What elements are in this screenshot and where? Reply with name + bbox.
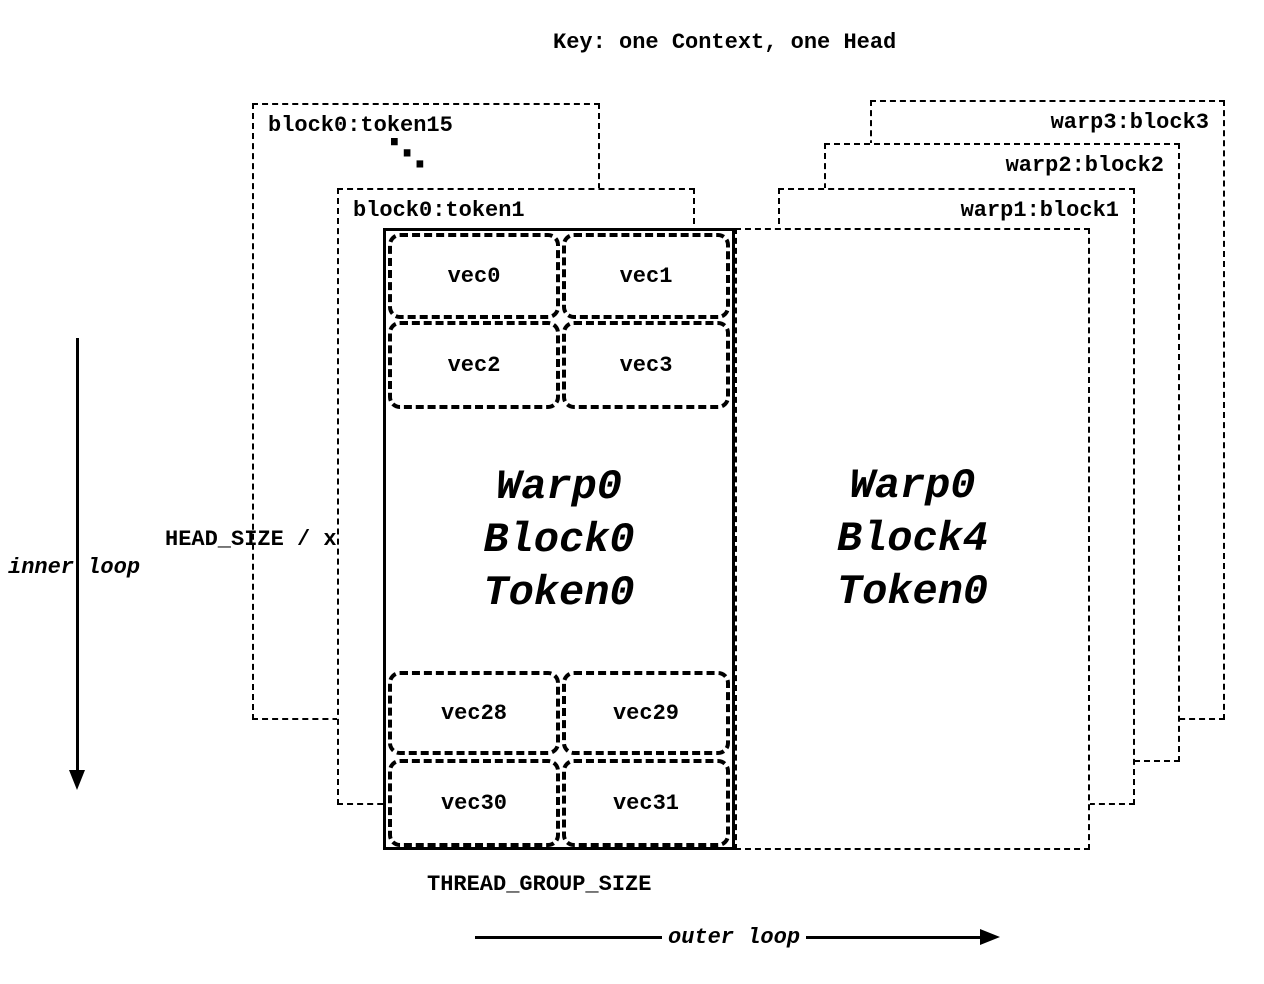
vec-box-1: vec1 bbox=[562, 233, 730, 319]
box-warp0-block0-token0: vec0 vec1 vec2 vec3 Warp0 Block0 Token0 … bbox=[383, 228, 735, 850]
label-block0-token15: block0:token15 bbox=[268, 113, 453, 138]
diagonal-ellipsis: ⋱ bbox=[388, 131, 426, 175]
right-block-line-token: Token0 bbox=[836, 568, 989, 616]
left-block-line-token: Token0 bbox=[483, 569, 635, 617]
right-block-line-warp: Warp0 bbox=[849, 462, 976, 510]
label-block0-token1: block0:token1 bbox=[353, 198, 525, 223]
label-warp1-block1: warp1:block1 bbox=[960, 198, 1119, 223]
vec-box-30: vec30 bbox=[388, 759, 560, 847]
vec-box-29: vec29 bbox=[562, 671, 730, 755]
thread-group-size-label: THREAD_GROUP_SIZE bbox=[427, 872, 652, 897]
inner-loop-arrow-head-icon bbox=[69, 770, 85, 790]
vec-box-0: vec0 bbox=[388, 233, 560, 319]
vec-label: vec0 bbox=[447, 263, 501, 289]
box-warp0-block4-token0: Warp0 Block4 Token0 bbox=[735, 228, 1090, 850]
vec-box-3: vec3 bbox=[562, 321, 730, 409]
vec-label: vec28 bbox=[440, 700, 507, 726]
left-block-line-warp: Warp0 bbox=[495, 463, 623, 511]
head-size-label: HEAD_SIZE / x bbox=[165, 527, 337, 552]
label-warp3-block3: warp3:block3 bbox=[1050, 110, 1209, 135]
inner-loop-label: inner loop bbox=[8, 555, 141, 580]
vec-box-31: vec31 bbox=[562, 759, 730, 847]
vec-label: vec2 bbox=[447, 352, 501, 378]
outer-loop-label: outer loop bbox=[662, 925, 807, 950]
vec-label: vec29 bbox=[612, 700, 679, 726]
vec-label: vec31 bbox=[612, 790, 679, 816]
right-block-line-block: Block4 bbox=[836, 515, 989, 563]
vec-label: vec30 bbox=[440, 790, 507, 816]
vec-box-2: vec2 bbox=[388, 321, 560, 409]
vec-label: vec1 bbox=[619, 263, 673, 289]
left-block-line-block: Block0 bbox=[483, 516, 635, 564]
vec-label: vec3 bbox=[619, 352, 673, 378]
label-warp2-block2: warp2:block2 bbox=[1005, 153, 1164, 178]
vec-box-28: vec28 bbox=[388, 671, 560, 755]
diagram-title: Key: one Context, one Head bbox=[553, 30, 897, 55]
outer-loop-arrow-head-icon bbox=[980, 929, 1000, 945]
inner-loop-arrow-line bbox=[76, 338, 79, 770]
